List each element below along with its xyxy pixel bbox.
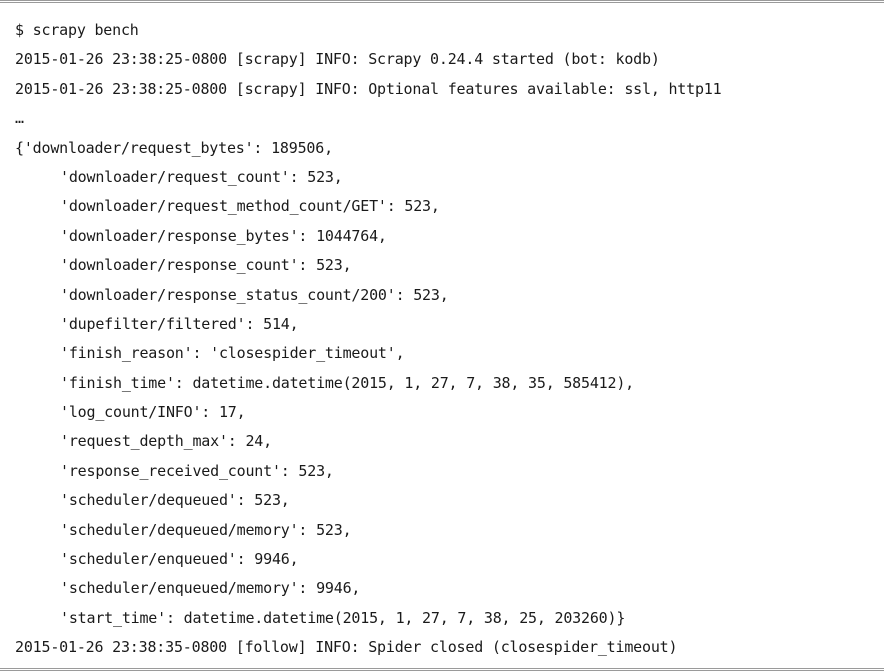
- stats-line: 'log_count/INFO': 17,: [60, 403, 246, 422]
- stats-line: 'scheduler/enqueued': 9946,: [60, 550, 299, 569]
- stats-line: 'dupefilter/filtered': 514,: [60, 314, 299, 333]
- stats-line: 'downloader/response_bytes': 1044764,: [60, 226, 387, 245]
- log-line-features: 2015-01-26 23:38:25-0800 [scrapy] INFO: …: [15, 79, 722, 98]
- stats-line: 'scheduler/dequeued/memory': 523,: [60, 520, 352, 539]
- stats-line: 'response_received_count': 523,: [60, 461, 334, 480]
- stats-line: 'finish_reason': 'closespider_timeout',: [60, 344, 405, 363]
- terminal-lines: $ scrapy bench 2015-01-26 23:38:25-0800 …: [15, 19, 874, 666]
- ellipsis-line: …: [15, 109, 24, 128]
- stats-line: 'finish_time': datetime.datetime(2015, 1…: [60, 373, 634, 392]
- stats-line: 'request_depth_max': 24,: [60, 432, 272, 451]
- stats-line: 'downloader/response_count': 523,: [60, 256, 352, 275]
- log-line-started: 2015-01-26 23:38:25-0800 [scrapy] INFO: …: [15, 50, 660, 69]
- stats-line: 'start_time': datetime.datetime(2015, 1,…: [60, 608, 626, 627]
- command-line: $ scrapy bench: [15, 21, 139, 39]
- stats-line: 'downloader/request_method_count/GET': 5…: [60, 197, 440, 216]
- stats-line: 'downloader/response_status_count/200': …: [60, 285, 449, 304]
- log-line-closed: 2015-01-26 23:38:35-0800 [follow] INFO: …: [15, 638, 678, 657]
- stats-line: 'scheduler/dequeued': 523,: [60, 491, 290, 510]
- stats-line: {'downloader/request_bytes': 189506,: [15, 138, 333, 157]
- stats-line: 'downloader/request_count': 523,: [60, 167, 343, 186]
- stats-line: 'scheduler/enqueued/memory': 9946,: [60, 579, 361, 598]
